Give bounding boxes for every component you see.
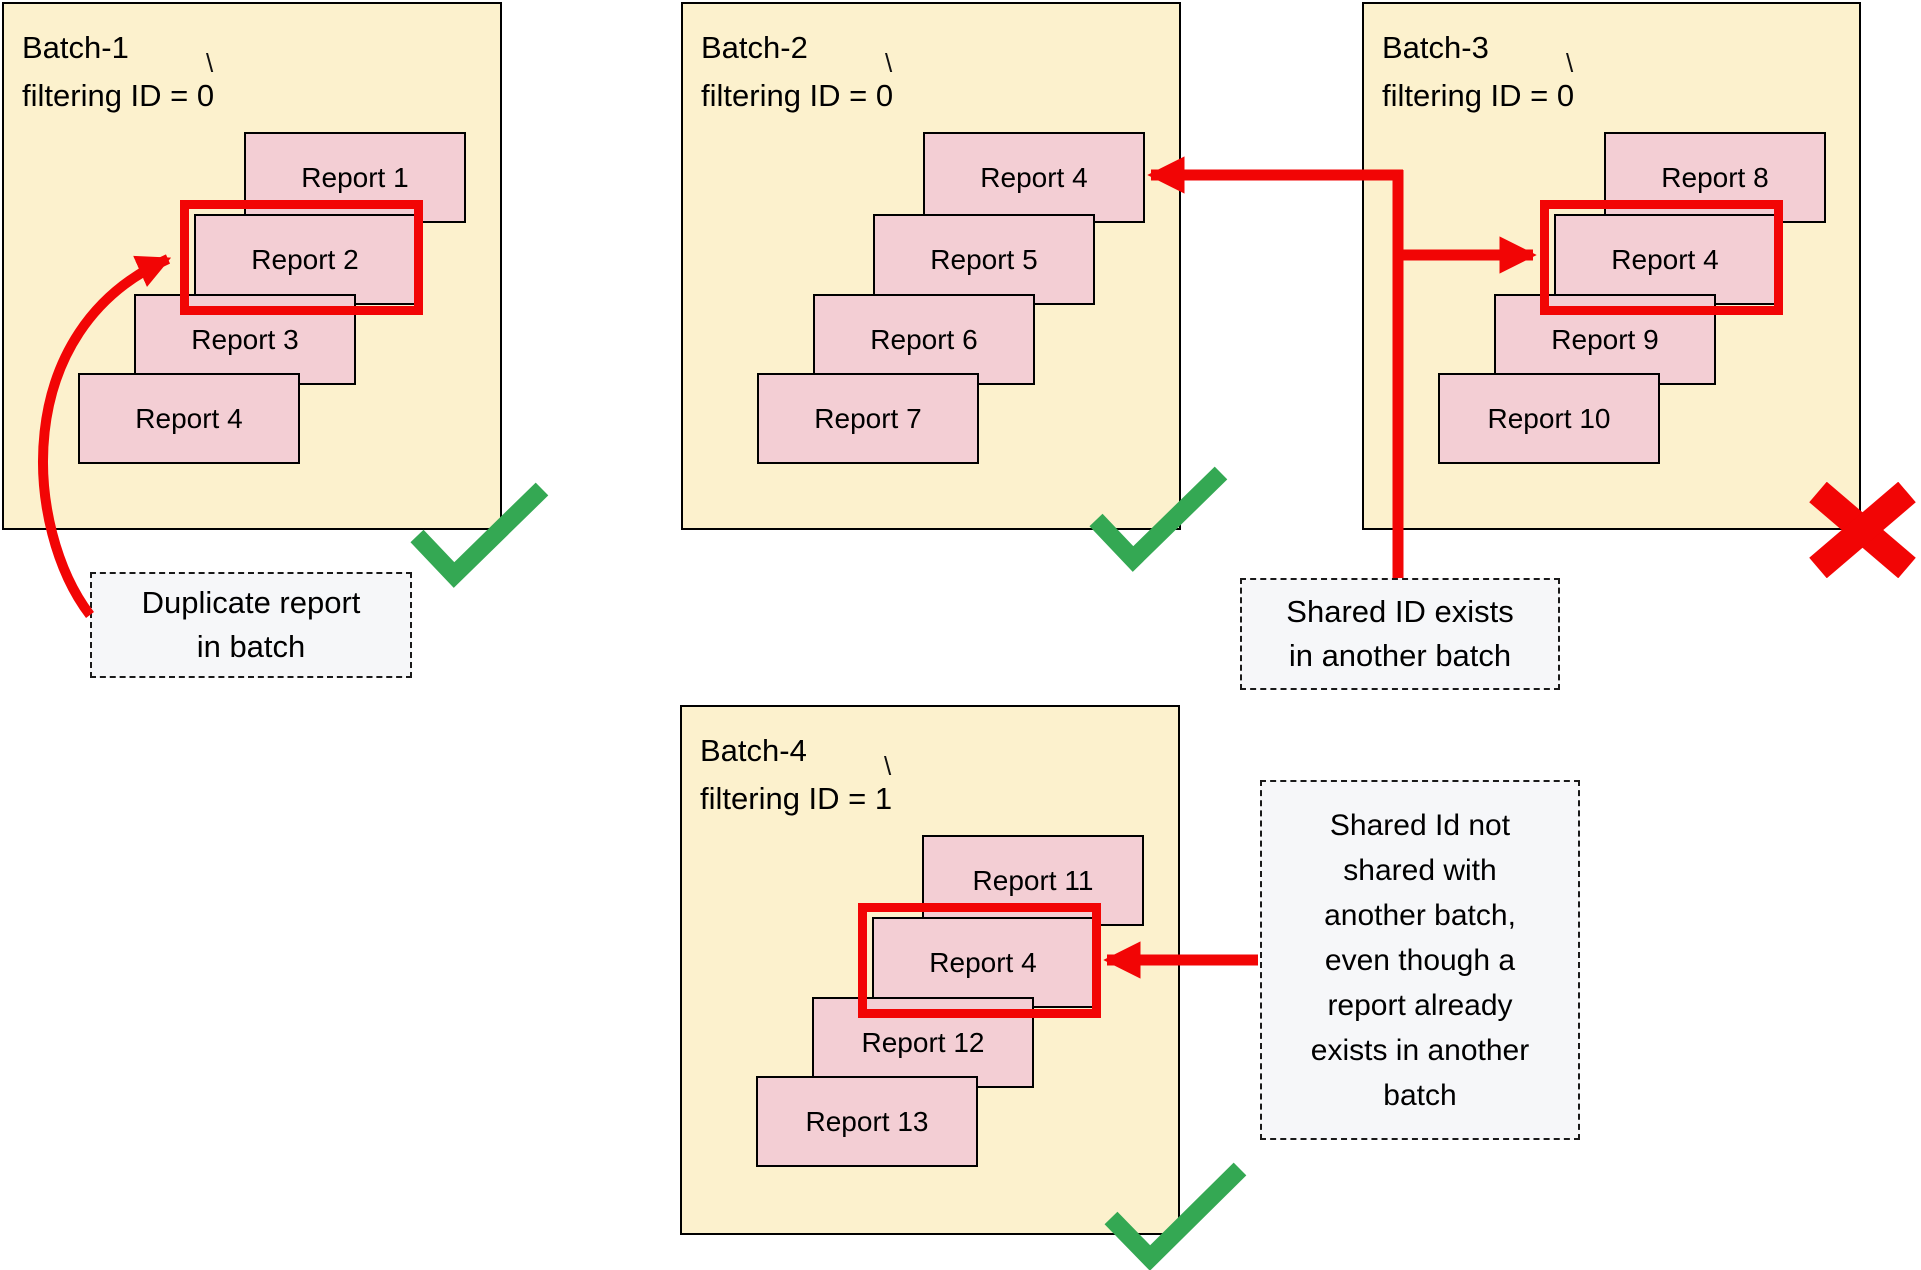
note-text: Duplicate report xyxy=(141,585,361,620)
batch-3-filter: filtering ID = 0 xyxy=(1382,78,1575,113)
note-text: exists in another xyxy=(1310,1033,1530,1067)
report-card-label: Report 5 xyxy=(930,243,1038,275)
report-card-label: Report 9 xyxy=(1551,323,1659,355)
report-card-label: Report 4 xyxy=(929,946,1037,978)
shared-id-exists-note: Shared ID exists in another batch xyxy=(1240,578,1560,690)
not-shared-highlight-box xyxy=(858,903,1101,1018)
note-text: another batch, xyxy=(1324,898,1516,932)
batch-2-filter: filtering ID = 0 xyxy=(701,78,894,113)
report-card-label: Report 6 xyxy=(870,323,978,355)
batch-3-title: Batch-3 filtering ID = 0 xyxy=(1382,24,1574,120)
note-text: Shared ID exists xyxy=(1286,594,1514,629)
stray-tick-mark: \ xyxy=(884,751,892,781)
stray-tick-mark: \ xyxy=(1566,48,1574,78)
report-card: Report 13 xyxy=(756,1076,978,1167)
duplicate-report-note: Duplicate report in batch xyxy=(90,572,412,678)
report-card: Report 4 xyxy=(1554,214,1776,305)
report-card-label: Report 11 xyxy=(972,864,1094,896)
stray-tick-mark: \ xyxy=(206,48,214,78)
batch-4-filter: filtering ID = 1 xyxy=(700,781,893,816)
report-card-label: Report 4 xyxy=(135,402,243,434)
report-card-label: Report 13 xyxy=(805,1105,929,1137)
batch-box-4: Batch-4 filtering ID = 1 \ Report 11 Rep… xyxy=(680,705,1180,1235)
report-card-label: Report 1 xyxy=(301,161,409,193)
report-card-label: Report 2 xyxy=(251,243,359,275)
batch-box-3: Batch-3 filtering ID = 0 \ Report 8 Repo… xyxy=(1362,2,1861,530)
report-card: Report 4 xyxy=(78,373,300,464)
report-card-label: Report 3 xyxy=(191,323,299,355)
report-card: Report 10 xyxy=(1438,373,1660,464)
report-card-label: Report 8 xyxy=(1661,161,1769,193)
note-text: Shared Id not xyxy=(1329,808,1511,842)
batch-box-1: Batch-1 filtering ID = 0 \ Report 1 Repo… xyxy=(2,2,502,530)
batch-box-2: Batch-2 filtering ID = 0 \ Report 4 Repo… xyxy=(681,2,1181,530)
shared-id-not-shared-note: Shared Id not shared with another batch,… xyxy=(1260,780,1580,1140)
stray-tick-mark: \ xyxy=(885,48,893,78)
note-text: shared with xyxy=(1343,853,1497,887)
batch-3-name: Batch-3 xyxy=(1382,30,1489,65)
shared-id-highlight-box xyxy=(1540,200,1783,315)
batch-2-title: Batch-2 filtering ID = 0 xyxy=(701,24,893,120)
note-text: report already xyxy=(1327,988,1513,1022)
batch-4-name: Batch-4 xyxy=(700,733,807,768)
duplicate-highlight-box xyxy=(180,200,423,315)
note-text: batch xyxy=(1383,1078,1457,1112)
report-card-label: Report 7 xyxy=(814,402,922,434)
report-card: Report 6 xyxy=(813,294,1035,385)
batch-1-name: Batch-1 xyxy=(22,30,129,65)
report-card: Report 4 xyxy=(923,132,1145,223)
report-card-label: Report 4 xyxy=(980,161,1088,193)
report-card-label: Report 10 xyxy=(1487,402,1611,434)
report-card: Report 7 xyxy=(757,373,979,464)
report-card-label: Report 12 xyxy=(861,1026,985,1058)
batch-1-title: Batch-1 filtering ID = 0 xyxy=(22,24,214,120)
batch-2-name: Batch-2 xyxy=(701,30,808,65)
note-text: in another batch xyxy=(1288,638,1512,673)
note-text: even though a xyxy=(1324,943,1516,977)
report-card: Report 5 xyxy=(873,214,1095,305)
note-text: in batch xyxy=(196,629,306,664)
batch-1-filter: filtering ID = 0 xyxy=(22,78,215,113)
batch-4-title: Batch-4 filtering ID = 1 xyxy=(700,727,892,823)
report-card: Report 4 xyxy=(872,917,1094,1008)
report-card-label: Report 4 xyxy=(1611,243,1719,275)
